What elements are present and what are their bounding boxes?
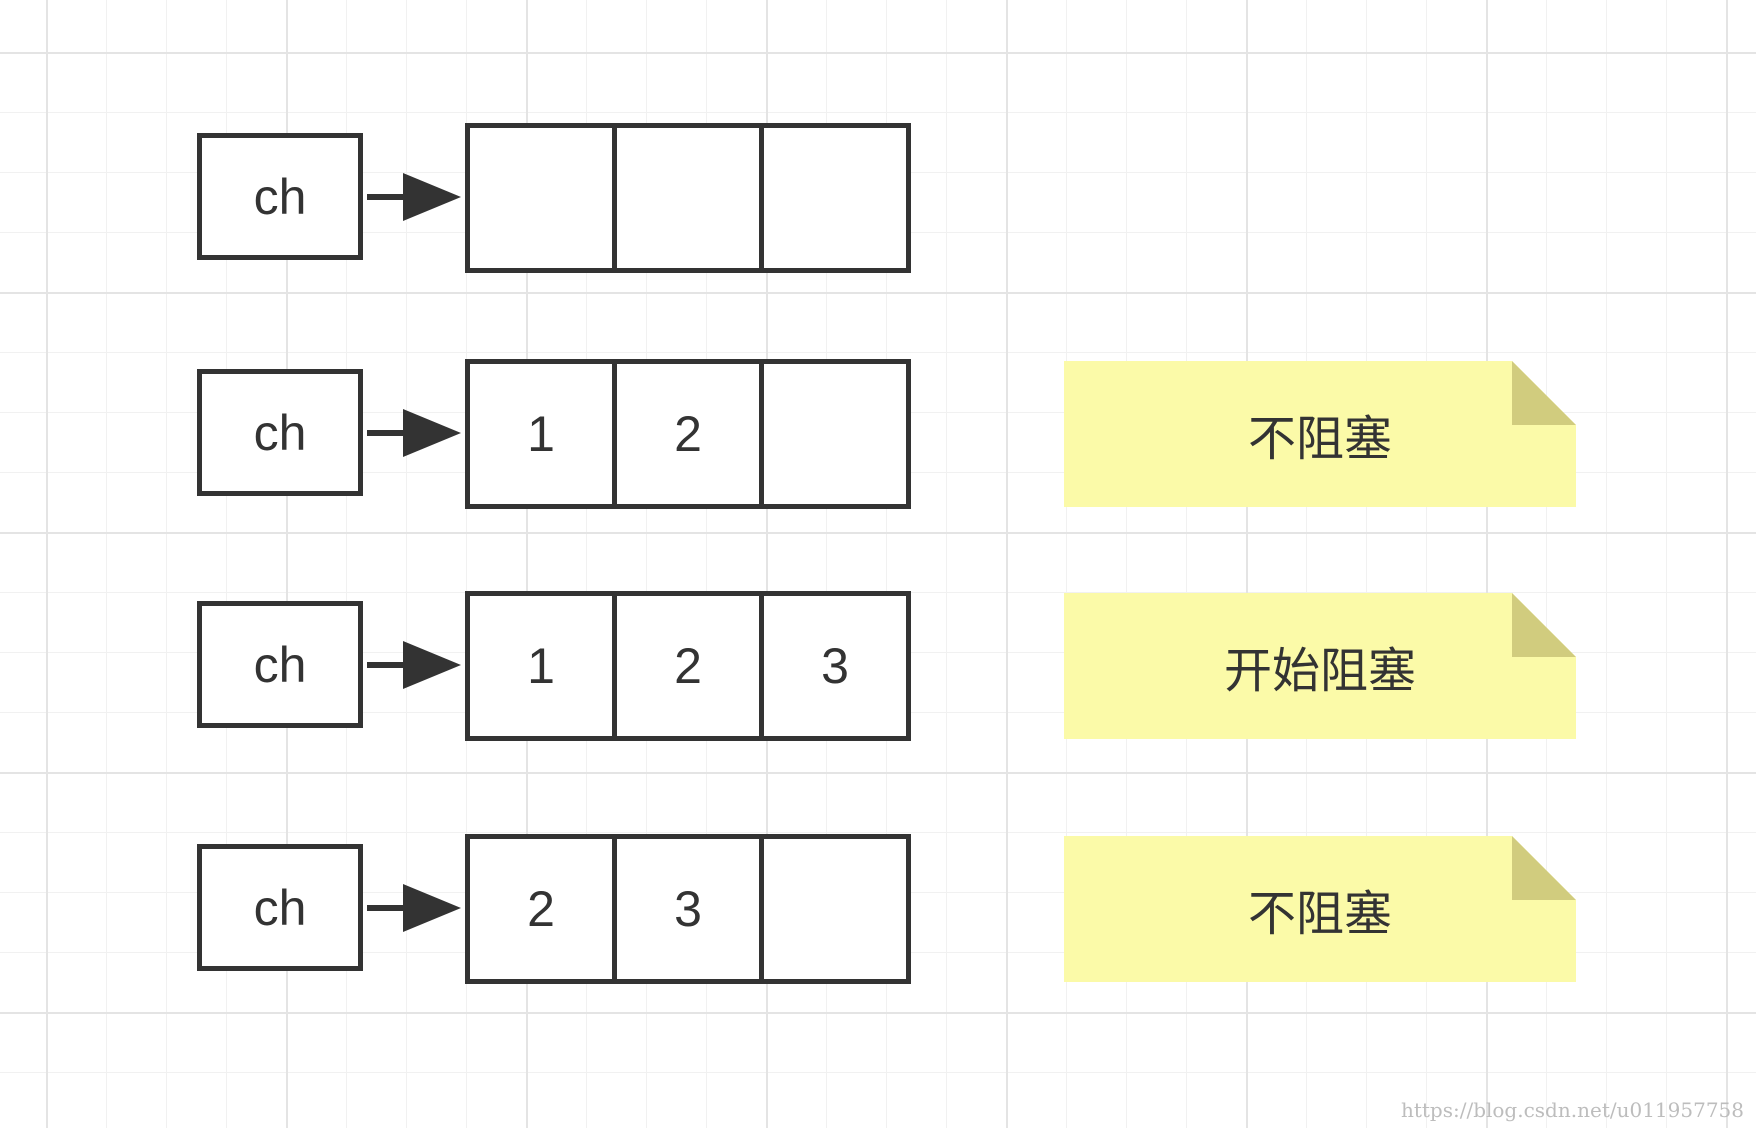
buffer-slot: 2 bbox=[612, 359, 764, 509]
note-label: 不阻塞 bbox=[1247, 411, 1392, 467]
buffer-slot: 1 bbox=[465, 359, 617, 509]
diagram-row-not-blocking: ch 1 2 不阻塞 bbox=[0, 349, 1756, 509]
buffer-slot bbox=[759, 359, 911, 509]
buffer-slot bbox=[612, 123, 764, 273]
diagram-row-empty: ch bbox=[0, 113, 1756, 273]
channel-box: ch bbox=[197, 369, 363, 496]
arrow-icon bbox=[367, 884, 461, 932]
sticky-note: 不阻塞 bbox=[1064, 836, 1576, 982]
arrow-icon bbox=[367, 409, 461, 457]
buffer-slot bbox=[759, 834, 911, 984]
buffer: 1 2 bbox=[465, 359, 911, 509]
buffer-slot bbox=[759, 123, 911, 273]
arrow-icon bbox=[367, 173, 461, 221]
note-label: 开始阻塞 bbox=[1223, 643, 1416, 699]
watermark-text: https://blog.csdn.net/u011957758 bbox=[1400, 1098, 1744, 1122]
channel-box: ch bbox=[197, 601, 363, 728]
buffer-slot: 3 bbox=[612, 834, 764, 984]
sticky-note: 开始阻塞 bbox=[1064, 593, 1576, 739]
buffer-slot bbox=[465, 123, 617, 273]
buffer-slot: 2 bbox=[465, 834, 617, 984]
note-shape bbox=[1064, 836, 1576, 982]
buffer bbox=[465, 123, 911, 273]
sticky-note: 不阻塞 bbox=[1064, 361, 1576, 507]
channel-box: ch bbox=[197, 844, 363, 971]
diagram-row-not-blocking: ch 2 3 不阻塞 bbox=[0, 824, 1756, 984]
buffer: 2 3 bbox=[465, 834, 911, 984]
note-label: 不阻塞 bbox=[1247, 886, 1392, 942]
note-shape bbox=[1064, 593, 1576, 739]
channel-box: ch bbox=[197, 133, 363, 260]
buffer: 1 2 3 bbox=[465, 591, 911, 741]
buffer-slot: 1 bbox=[465, 591, 617, 741]
note-shape bbox=[1064, 361, 1576, 507]
diagram-row-start-blocking: ch 1 2 3 开始阻塞 bbox=[0, 581, 1756, 741]
arrow-icon bbox=[367, 641, 461, 689]
buffer-slot: 2 bbox=[612, 591, 764, 741]
buffer-slot: 3 bbox=[759, 591, 911, 741]
